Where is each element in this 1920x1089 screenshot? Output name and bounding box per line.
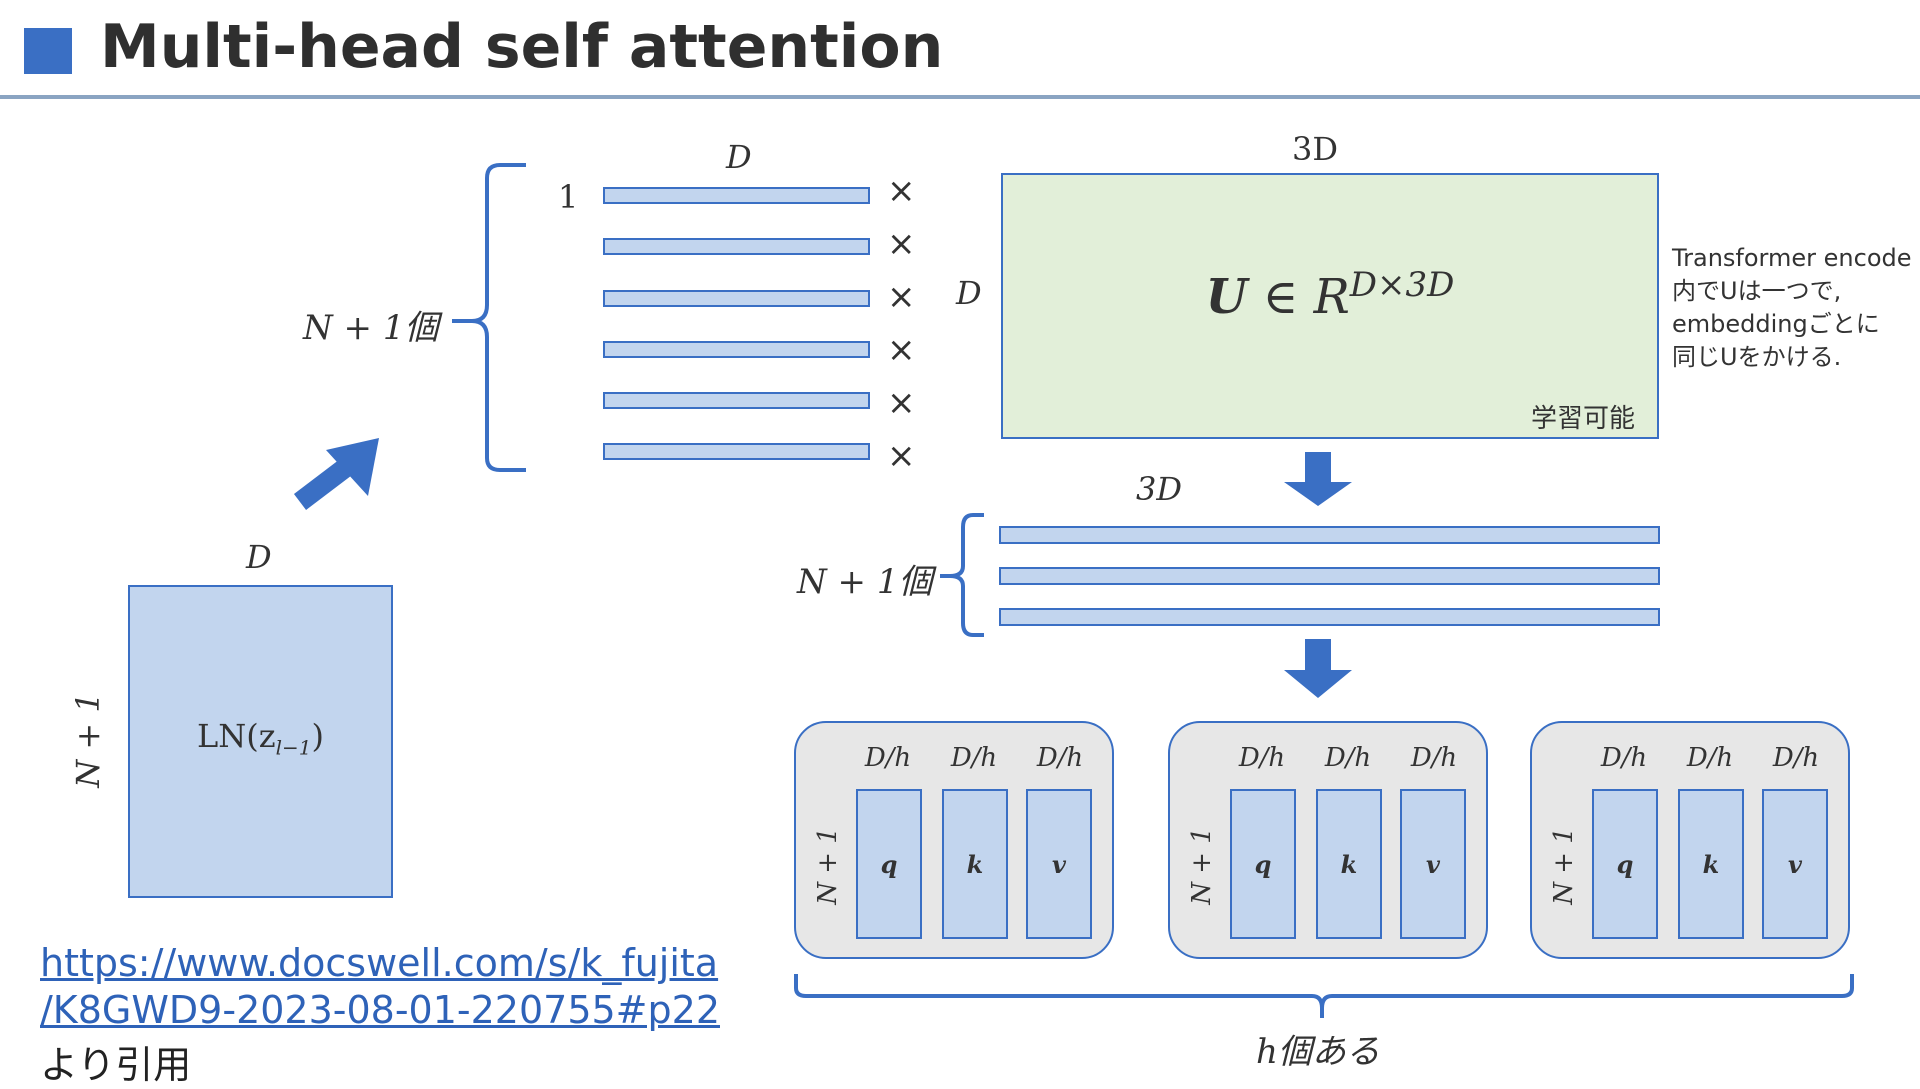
title-divider (0, 95, 1920, 99)
layernorm-formula-close: ) (311, 717, 324, 755)
source-link-line1[interactable]: https://www.docswell.com/s/k_fujita (40, 941, 719, 985)
heads-bracket (794, 974, 1854, 1018)
projected-count-label: N + 1個 (797, 562, 933, 602)
u-side-label: D (956, 274, 982, 312)
head-col-label: D/h (1772, 743, 1820, 773)
head-row-label-wrap: N + 1 (1542, 821, 1586, 911)
projected-vector (999, 608, 1660, 626)
attention-head: N + 1 D/h D/h D/h q k v (1168, 721, 1488, 959)
token-width-label: D (726, 138, 752, 176)
head-col-label: D/h (1324, 743, 1372, 773)
token-vector (603, 187, 870, 204)
value-block: v (1762, 789, 1828, 939)
u-formula-in: ∈ R (1247, 269, 1350, 325)
head-col-label: D/h (1036, 743, 1084, 773)
u-formula: U ∈ RD×3D (1003, 265, 1657, 325)
projected-width-label: 3D (1136, 470, 1183, 508)
learnable-label: 学習可能 (1531, 404, 1636, 434)
u-top-label-text: 3D (1292, 130, 1339, 168)
query-block: q (856, 789, 922, 939)
query-block: q (1230, 789, 1296, 939)
token-first-index: 1 (558, 178, 579, 216)
head-col-label: D/h (864, 743, 912, 773)
layernorm-input-matrix: LN(zl−1) (128, 585, 393, 898)
layernorm-formula-main: LN(z (197, 717, 276, 755)
multiply-icon: × (887, 436, 916, 476)
token-vector (603, 392, 870, 409)
head-count-text: h個ある (1256, 1032, 1380, 1072)
head-row-label: N + 1 (1549, 827, 1580, 905)
head-row-label-wrap: N + 1 (806, 821, 850, 911)
u-formula-sup: D×3D (1349, 265, 1455, 305)
query-block: q (1592, 789, 1658, 939)
head-count-label: h個ある (1256, 1024, 1380, 1073)
multiply-icon: × (887, 330, 916, 370)
down-arrow-icon (1284, 639, 1352, 698)
source-link[interactable]: https://www.docswell.com/s/k_fujita /K8G… (40, 940, 720, 1034)
multiply-icon: × (887, 383, 916, 423)
title-square-icon (24, 28, 72, 74)
value-block: v (1026, 789, 1092, 939)
head-col-label: D/h (1686, 743, 1734, 773)
multiply-icon: × (887, 277, 916, 317)
u-note: Transformer encode 内でUは一つで, embeddingごとに… (1672, 244, 1912, 371)
projected-vector (999, 526, 1660, 544)
ln-height-label: N + 1 (69, 692, 108, 788)
token-bracket (452, 163, 526, 472)
head-row-label: N + 1 (1187, 827, 1218, 905)
layernorm-formula: LN(zl−1) (130, 717, 391, 759)
source-link-line2[interactable]: /K8GWD9-2023-08-01-220755#p22 (40, 988, 720, 1032)
u-top-label: 3D (1292, 130, 1338, 168)
head-row-label: N + 1 (813, 827, 844, 905)
key-block: k (942, 789, 1008, 939)
page-title: Multi-head self attention (100, 12, 944, 82)
key-block: k (1316, 789, 1382, 939)
head-row-label-wrap: N + 1 (1180, 821, 1224, 911)
attention-head: N + 1 D/h D/h D/h q k v (1530, 721, 1850, 959)
head-col-label: D/h (1600, 743, 1648, 773)
token-vector (603, 341, 870, 358)
token-count-label: N + 1個 (303, 308, 439, 348)
head-col-label: D/h (950, 743, 998, 773)
diagonal-arrow-icon (293, 438, 379, 510)
projected-vector (999, 567, 1660, 585)
token-vector (603, 443, 870, 460)
multiply-icon: × (887, 224, 916, 264)
u-formula-symbol: U (1205, 269, 1248, 325)
token-vector (603, 238, 870, 255)
attention-head: N + 1 D/h D/h D/h q k v (794, 721, 1114, 959)
citation-label: より引用 (40, 1043, 192, 1087)
layernorm-formula-sub: l−1 (275, 735, 312, 760)
ln-height-label-wrap: N + 1 (58, 690, 118, 790)
key-block: k (1678, 789, 1744, 939)
projected-bracket (940, 513, 984, 637)
weight-matrix-u: U ∈ RD×3D (1001, 173, 1659, 439)
multiply-icon: × (887, 171, 916, 211)
token-vector (603, 290, 870, 307)
head-col-label: D/h (1410, 743, 1458, 773)
down-arrow-icon (1284, 452, 1352, 506)
head-col-label: D/h (1238, 743, 1286, 773)
ln-width-label: D (246, 538, 272, 576)
value-block: v (1400, 789, 1466, 939)
